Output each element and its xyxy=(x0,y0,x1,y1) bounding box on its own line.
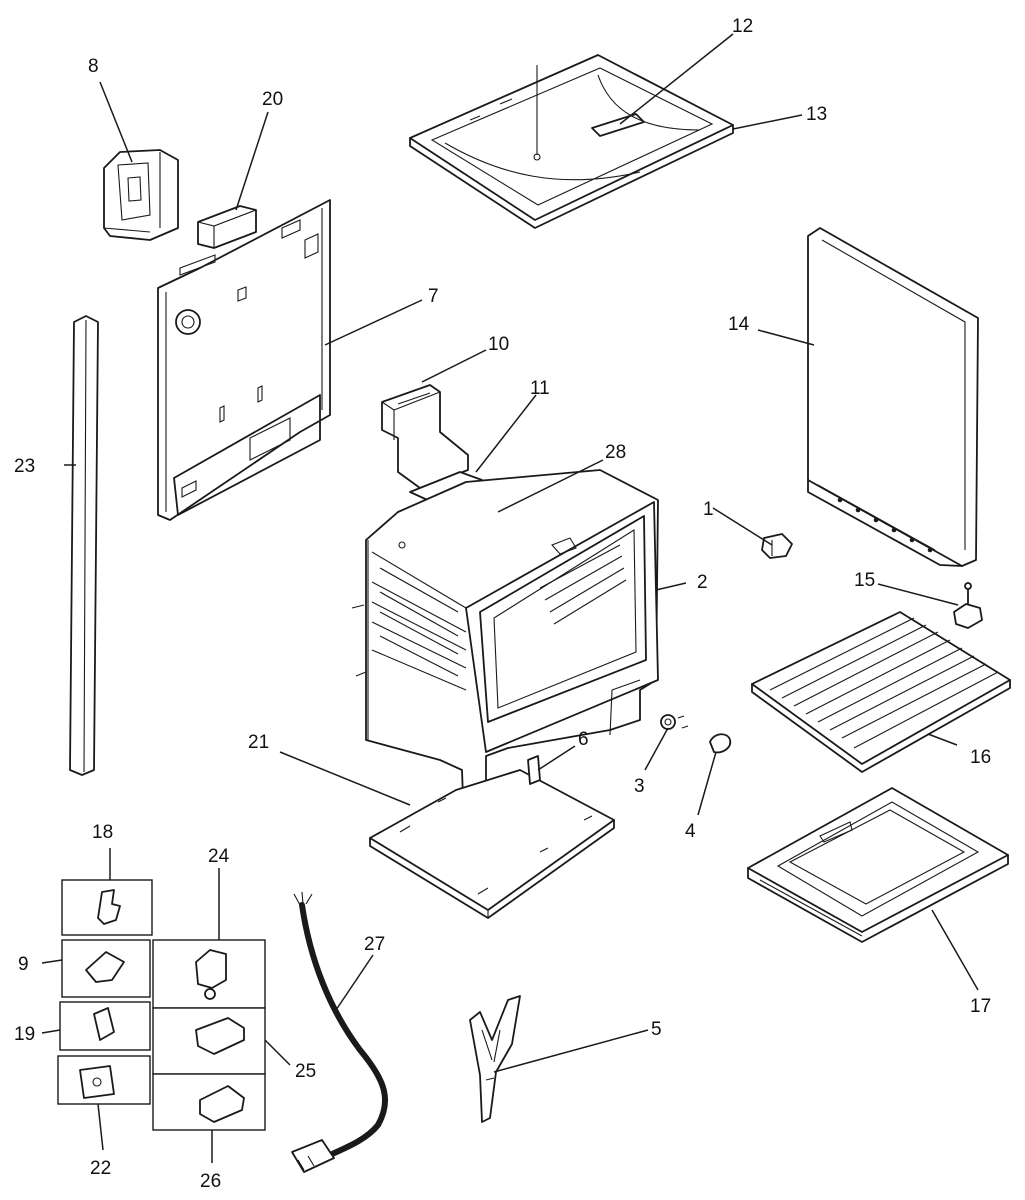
small-parts-boxes xyxy=(57,879,266,1131)
callout-15: 15 xyxy=(854,570,875,591)
part-2-oven-body xyxy=(351,469,659,827)
callout-16: 16 xyxy=(970,747,991,768)
part-10-vent xyxy=(381,384,469,489)
part-23-trim-strip xyxy=(69,315,99,776)
part-20-block xyxy=(197,205,257,249)
part-6-bracket xyxy=(527,755,541,785)
callout-3: 3 xyxy=(634,776,645,797)
callout-1: 1 xyxy=(703,499,714,520)
callout-22: 22 xyxy=(90,1158,111,1179)
callout-12: 12 xyxy=(732,16,753,37)
part-3-grommet xyxy=(660,714,689,730)
callout-23: 23 xyxy=(14,456,35,477)
leader-lines xyxy=(41,33,979,1163)
callout-9: 9 xyxy=(18,954,29,975)
part-1-connector xyxy=(761,533,793,559)
callout-8: 8 xyxy=(88,56,99,77)
callout-2: 2 xyxy=(697,572,708,593)
part-21-base-plate xyxy=(369,769,615,919)
callout-25: 25 xyxy=(295,1061,316,1082)
callout-labels: 1 2 3 4 5 6 7 8 9 10 11 12 13 14 15 16 1… xyxy=(14,16,991,1192)
callout-13: 13 xyxy=(806,104,827,125)
callout-18: 18 xyxy=(92,822,113,843)
callout-4: 4 xyxy=(685,821,696,842)
part-24-bracket xyxy=(195,949,227,989)
part-5-clip xyxy=(469,995,521,1123)
callout-17: 17 xyxy=(970,996,991,1017)
part-13-cooktop xyxy=(409,54,734,229)
callout-27: 27 xyxy=(364,934,385,955)
part-17-drawer xyxy=(747,787,1009,943)
part-22-nut xyxy=(79,1065,115,1099)
callout-26: 26 xyxy=(200,1171,221,1192)
part-26-block xyxy=(199,1085,245,1123)
part-14-side-panel xyxy=(807,227,979,567)
part-18-clip xyxy=(97,889,121,925)
callout-28: 28 xyxy=(605,442,626,463)
part-9-clip xyxy=(85,951,125,983)
callout-20: 20 xyxy=(262,89,283,110)
callout-21: 21 xyxy=(248,732,269,753)
callout-24: 24 xyxy=(208,846,230,867)
callout-11: 11 xyxy=(530,378,550,399)
callout-5: 5 xyxy=(651,1019,662,1040)
part-8-bracket xyxy=(103,149,179,241)
part-19-clip xyxy=(93,1007,115,1041)
callout-10: 10 xyxy=(488,334,509,355)
part-16-oven-rack xyxy=(751,611,1011,773)
callout-14: 14 xyxy=(728,314,750,335)
part-25-block xyxy=(195,1017,245,1055)
part-15-leveler xyxy=(953,582,983,629)
part-7-back-panel xyxy=(157,199,331,521)
callout-6: 6 xyxy=(578,729,589,750)
part-27-power-cord xyxy=(291,891,389,1173)
part-4-lamp xyxy=(709,733,732,754)
callout-19: 19 xyxy=(14,1024,35,1045)
callout-7: 7 xyxy=(428,286,439,307)
